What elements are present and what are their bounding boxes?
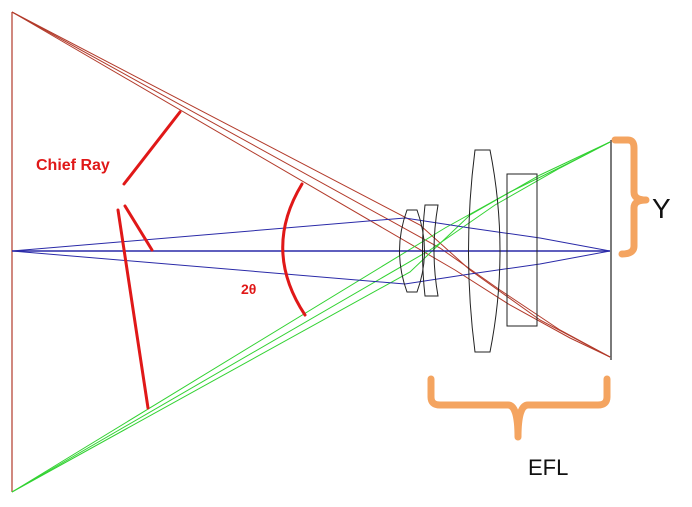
lens-assembly — [399, 149, 538, 353]
image-height-label: Y — [652, 193, 671, 224]
blue-axis-bundle — [11, 217, 611, 285]
red-ray-bundle — [11, 11, 611, 358]
focal-length-label: EFL — [528, 455, 568, 480]
chief-ray-pointer-long — [116, 208, 150, 410]
angle-label: 2θ — [241, 281, 256, 297]
lens-element-1 — [399, 209, 425, 293]
image-height-bracket — [611, 136, 650, 258]
chief-ray-pointer-mid — [123, 204, 154, 252]
focal-length-bracket — [427, 375, 611, 441]
lens-element-3 — [468, 149, 501, 353]
chief-ray-annotations — [116, 110, 307, 410]
chief-ray-label: Chief Ray — [36, 157, 110, 174]
chief-ray-pointer-top — [122, 110, 182, 186]
lens-element-4 — [506, 173, 538, 327]
angle-arc — [281, 182, 307, 317]
lens-element-2 — [422, 204, 439, 297]
green-ray-bundle — [11, 141, 611, 493]
